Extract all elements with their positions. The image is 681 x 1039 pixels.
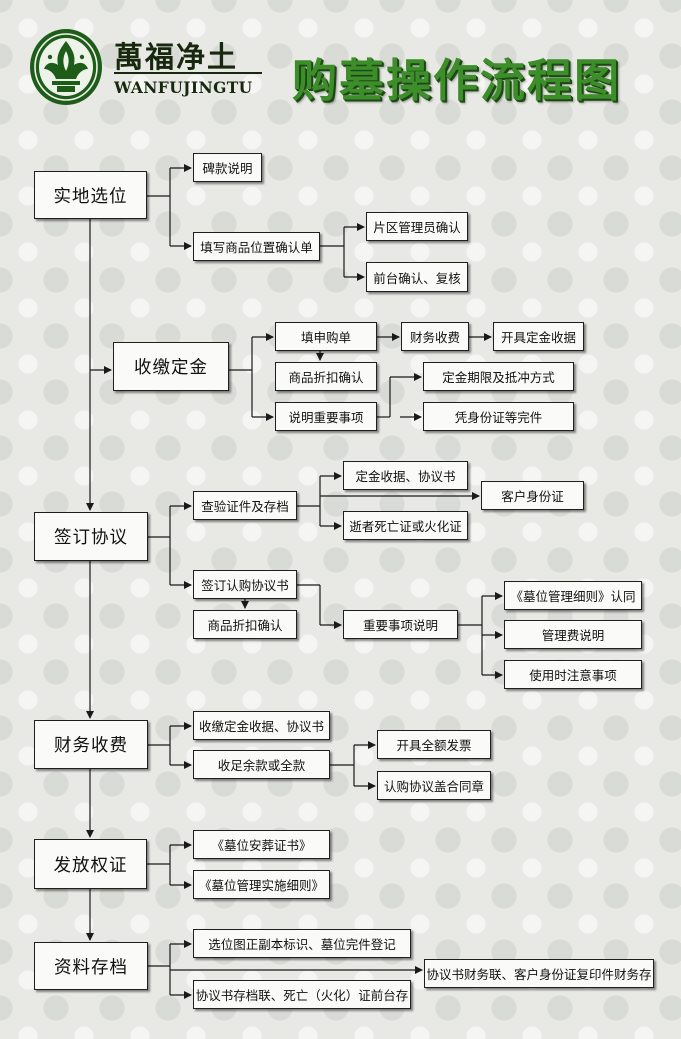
collect-balance: 收足余款或全款	[193, 750, 330, 779]
step-label: 收缴定金	[134, 358, 208, 378]
agreement-discount-confirm: 商品折扣确认	[193, 610, 297, 639]
death-cremation-certificate: 逝者死亡证或火化证	[343, 511, 468, 540]
step-archive: 资料存档	[34, 942, 148, 990]
id-documents: 凭身份证等完件	[423, 402, 574, 431]
front-desk-review: 前台确认、复核	[366, 262, 468, 292]
front-desk-copy-archive: 协议书存档联、死亡（火化）证前台存	[193, 980, 411, 1009]
step-label: 发放权证	[53, 855, 128, 876]
usage-precautions: 使用时注意事项	[504, 660, 642, 689]
finance-charge: 财务收费	[401, 322, 469, 351]
wanfujingtu-emblem-icon	[30, 29, 102, 105]
page-title: 购墓操作流程图	[292, 54, 622, 107]
brand-divider	[114, 72, 262, 74]
brand-name-english: WANFUJINGTU	[114, 78, 253, 97]
burial-certificate: 《墓位安葬证书》	[193, 830, 330, 859]
step-label: 资料存档	[54, 957, 128, 978]
step-payment: 财务收费	[34, 720, 148, 769]
contract-seal: 认购协议盖合同章	[377, 771, 491, 800]
fill-location-form: 填写商品位置确认单	[193, 232, 320, 261]
step-site-selection: 实地选位	[34, 171, 147, 219]
issue-full-invoice: 开具全额发票	[377, 730, 491, 759]
step-certificate: 发放权证	[34, 839, 147, 889]
verify-archive-documents: 查验证件及存档	[193, 491, 297, 520]
deposit-receipt-agreement: 定金收据、协议书	[343, 461, 468, 490]
key-matters-explanation: 重要事项说明	[343, 610, 458, 639]
sign-purchase-agreement: 签订认购协议书	[193, 570, 297, 599]
management-fee-explanation: 管理费说明	[504, 620, 642, 649]
fill-purchase-order: 填申购单	[275, 322, 377, 351]
deposit-term: 定金期限及抵冲方式	[423, 362, 574, 391]
brand-name-chinese: 萬福净土	[114, 40, 239, 74]
step-label: 财务收费	[54, 736, 128, 756]
collect-receipt-agreement: 收缴定金收据、协议书	[193, 711, 330, 740]
deposit-receipt: 开具定金收据	[493, 322, 584, 351]
management-implementation-rules: 《墓位管理实施细则》	[193, 870, 330, 899]
management-rules-agreement: 《墓位管理细则》认同	[504, 581, 642, 610]
step-label: 实地选位	[53, 186, 128, 207]
explain-key-matters: 说明重要事项	[275, 402, 377, 431]
finance-copy-archive: 协议书财务联、客户身份证复印件财务存	[424, 959, 654, 988]
step-agreement: 签订协议	[34, 512, 148, 561]
stele-explanation: 碑款说明	[193, 153, 262, 182]
location-map-register: 选位图正副本标识、墓位完件登记	[193, 929, 411, 958]
customer-id-card: 客户身份证	[481, 481, 584, 510]
discount-confirm: 商品折扣确认	[275, 362, 377, 391]
step-deposit: 收缴定金	[113, 342, 229, 391]
step-label: 签订协议	[54, 528, 128, 548]
area-admin-confirm: 片区管理员确认	[366, 212, 468, 241]
header: 萬福净土 WANFUJINGTU 购墓操作流程图	[0, 0, 681, 120]
